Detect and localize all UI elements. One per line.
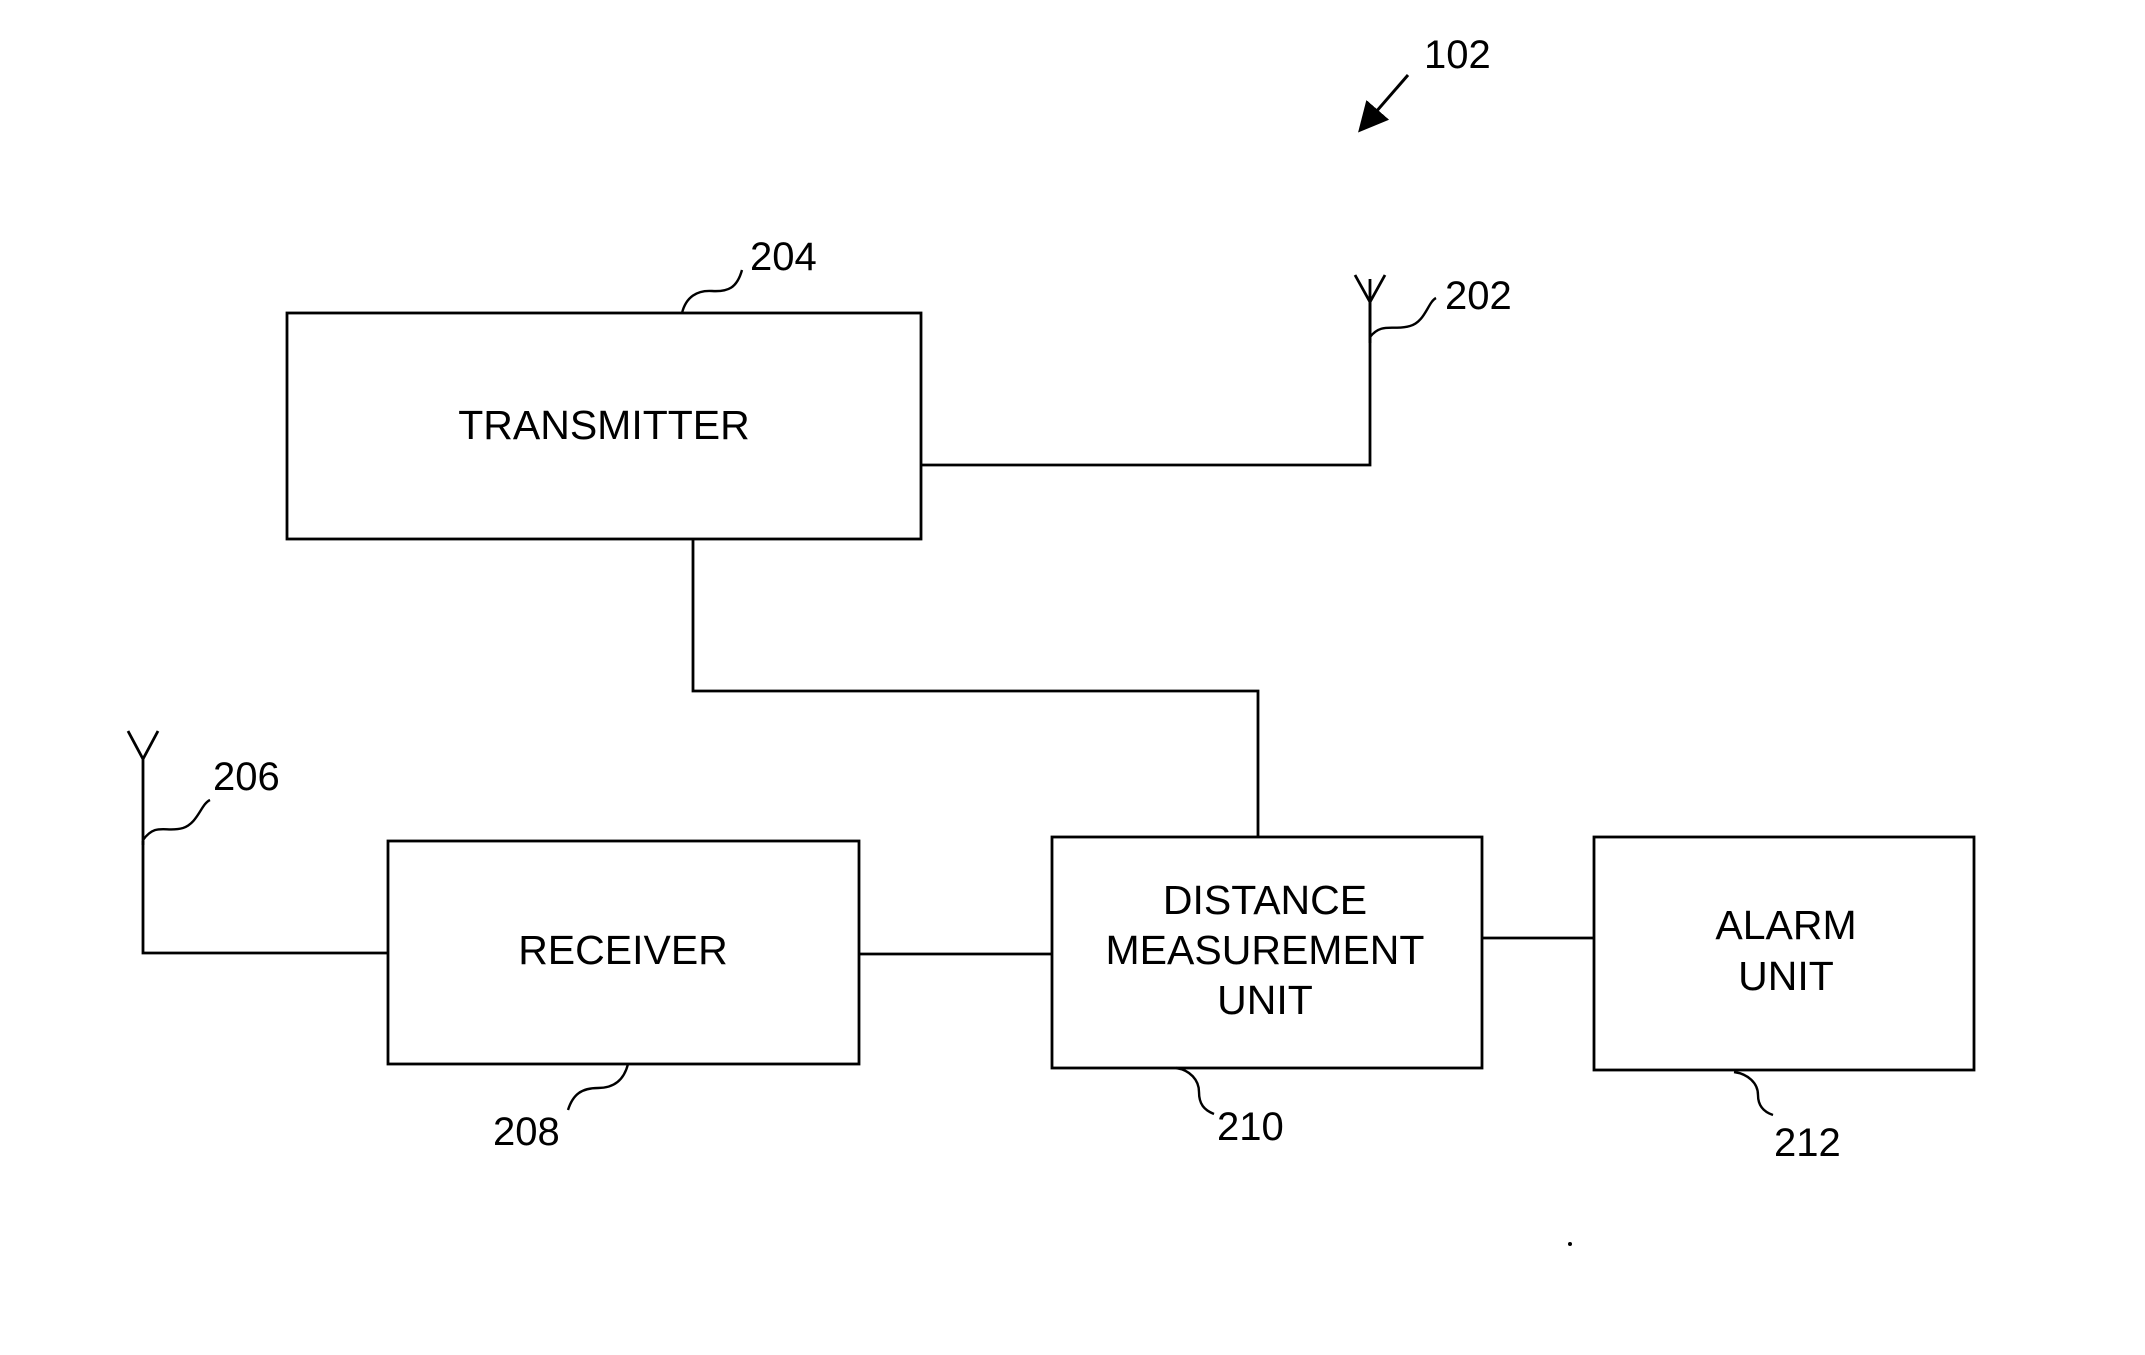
alarm-unit-line-2: UNIT — [1738, 953, 1834, 999]
alarm-unit-line-1: ALARM — [1715, 902, 1856, 948]
distance-unit-line-2: MEASUREMENT — [1106, 927, 1425, 973]
transmitter-label: TRANSMITTER — [458, 402, 750, 448]
receiver-ref: 208 — [493, 1110, 560, 1154]
transmitter-ref: 204 — [750, 235, 817, 279]
wire-transmitter-antenna — [920, 279, 1370, 465]
transmitter-block: TRANSMITTER — [287, 313, 921, 539]
alarm-unit-leader — [1734, 1072, 1773, 1115]
rx-antenna-leader — [143, 800, 210, 840]
distance-unit-leader — [1176, 1068, 1214, 1114]
distance-unit-line-3: UNIT — [1217, 977, 1313, 1023]
wire-antenna-receiver — [143, 841, 388, 953]
alarm-unit-block: ALARM UNIT — [1594, 837, 1974, 1070]
distance-unit-line-1: DISTANCE — [1163, 877, 1367, 923]
rx-antenna-ref: 206 — [213, 755, 280, 799]
receiver-leader — [568, 1064, 628, 1110]
distance-measurement-unit-block: DISTANCE MEASUREMENT UNIT — [1052, 837, 1482, 1068]
scan-speck — [1568, 1242, 1572, 1246]
transmitter-leader — [682, 270, 742, 313]
rx-antenna-icon — [128, 731, 158, 845]
figure-ref-label: 102 — [1424, 33, 1491, 77]
wire-transmitter-distance-unit — [693, 540, 1258, 837]
tx-antenna-ref: 202 — [1445, 274, 1512, 318]
figure-ref-arrow — [1362, 75, 1408, 128]
distance-unit-ref: 210 — [1217, 1105, 1284, 1149]
alarm-unit-ref: 212 — [1774, 1121, 1841, 1165]
tx-antenna-leader — [1370, 298, 1436, 337]
receiver-block: RECEIVER — [388, 841, 859, 1064]
receiver-label: RECEIVER — [518, 927, 728, 973]
